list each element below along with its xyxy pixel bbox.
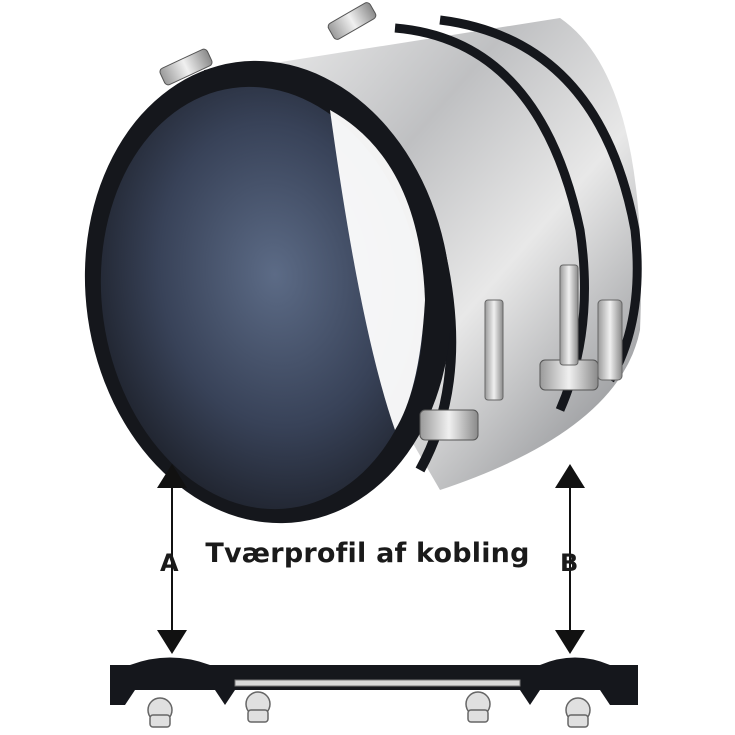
clamp-top-right [327, 2, 377, 40]
profile-steel-band [234, 679, 521, 687]
label-a: A [160, 549, 179, 577]
caption: Tværprofil af kobling [205, 538, 530, 569]
label-b: B [560, 549, 579, 577]
clamp-lower-front [419, 299, 504, 441]
arrow-a [157, 464, 187, 654]
cross-section [110, 657, 638, 728]
clamp-top-left [159, 48, 213, 86]
bore-opening [330, 110, 425, 430]
coupling-photo [84, 2, 642, 524]
arrow-b [555, 464, 585, 654]
sleeve-band-rear [439, 15, 642, 383]
clamp-icon [147, 691, 591, 728]
clamp-lower-rear [539, 264, 623, 391]
sleeve-band-middle [394, 23, 589, 412]
